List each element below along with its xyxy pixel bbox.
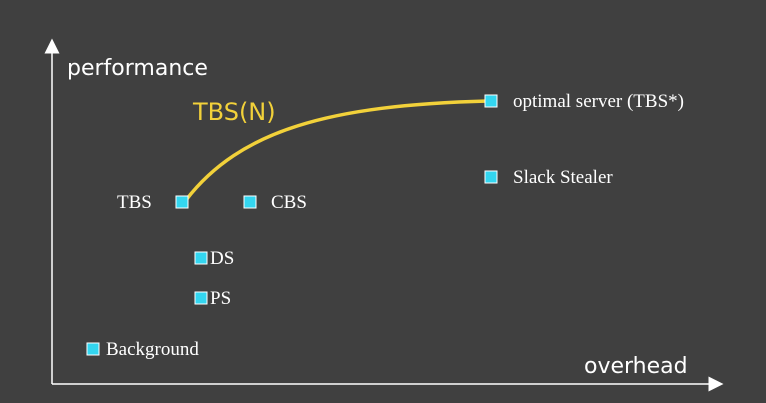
background-label: Background: [106, 339, 199, 360]
ds-marker: [194, 251, 208, 265]
tbs-n-curve: [184, 99, 489, 202]
tbs-marker: [175, 195, 189, 209]
background-marker: [86, 342, 100, 356]
ps-label: PS: [210, 288, 231, 309]
ps-marker: [194, 291, 208, 305]
cbs-label: CBS: [271, 192, 307, 213]
curve-label: TBS(N): [192, 98, 276, 126]
slack-stealer-marker: [484, 170, 498, 184]
ds-label: DS: [210, 248, 234, 269]
cbs-marker: [243, 195, 257, 209]
x-axis-label: overhead: [584, 354, 688, 379]
y-axis-label: performance: [67, 56, 208, 81]
optimal-server-marker: [484, 94, 498, 108]
optimal-server-label: optimal server (TBS*): [513, 91, 684, 112]
tbs-label: TBS: [117, 192, 152, 213]
slack-stealer-label: Slack Stealer: [513, 167, 613, 188]
